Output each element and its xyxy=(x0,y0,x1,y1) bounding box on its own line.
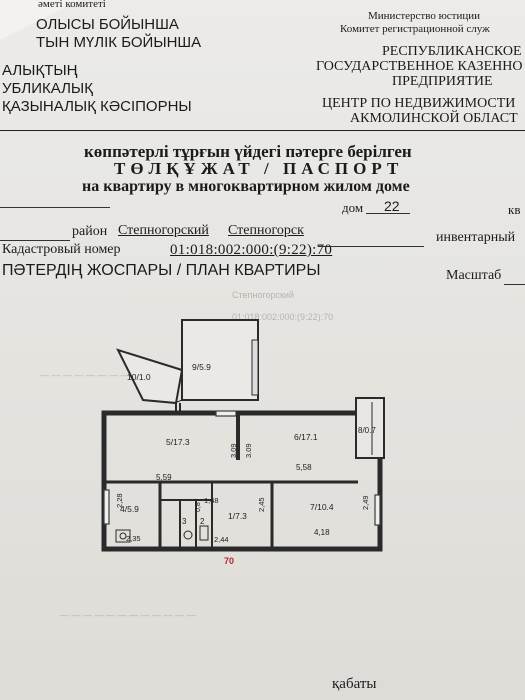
scale-underline xyxy=(504,284,525,285)
dimension-label: 2,44 xyxy=(214,535,229,544)
bleed-through-text: 01:018:002:000:(9:22):70 xyxy=(232,312,334,322)
enterprise-line3: ПРЕДПРИЯТИЕ xyxy=(392,74,493,89)
room-label: 1/7.3 xyxy=(228,511,247,521)
dimension-label: 2,28 xyxy=(115,493,124,508)
room-label: 2 xyxy=(200,517,205,526)
floors-label: қабаты xyxy=(332,676,377,692)
apartment-number: 70 xyxy=(224,556,234,566)
committee-text: Комитет регистрационной служ xyxy=(340,23,490,35)
room-label: 4/5.9 xyxy=(120,504,139,514)
dimension-label: 0,87 xyxy=(195,498,202,512)
district-value: Степногорский xyxy=(118,223,209,238)
header-divider xyxy=(0,130,525,131)
title-ru: на квартиру в многоквартирном жилом доме xyxy=(82,178,410,195)
room-label: 9/5.9 xyxy=(192,362,211,372)
left-header-line3: ТЫН МҮЛІК БОЙЫНША xyxy=(36,34,202,51)
city-underline xyxy=(318,246,424,247)
house-label: дом xyxy=(342,200,364,215)
room-label: 5/17.3 xyxy=(166,437,190,447)
dimension-label: 5,58 xyxy=(296,463,312,472)
room-label: 6/17.1 xyxy=(294,432,318,442)
left-blank-underline xyxy=(0,207,110,208)
house-value: 22 xyxy=(384,198,400,214)
left-header-line4: АЛЫҚТЫҢ xyxy=(2,62,78,79)
bleed-through-text: — — — — — — — — — — — — xyxy=(60,610,196,620)
dimension-label: 5,59 xyxy=(156,473,172,482)
room-label: 3 xyxy=(182,517,187,526)
plan-heading: ПӘТЕРДІҢ ЖОСПАРЫ / ПЛАН КВАРТИРЫ xyxy=(2,262,321,279)
kv-label: кв xyxy=(508,202,521,217)
left-header-line2: ОЛЫСЫ БОЙЫНША xyxy=(36,16,179,33)
left-header-line1: әметі комитеті xyxy=(38,0,106,10)
dimension-label: 3.09 xyxy=(229,443,238,458)
balcony-room9 xyxy=(181,319,259,401)
cadastral-value: 01:018:002:000:(9:22):70 xyxy=(170,242,333,258)
dimension-label: 2,49 xyxy=(361,495,370,510)
scale-label: Масштаб xyxy=(446,268,502,283)
left-header-line6: ҚАЗЫНАЛЫҚ КӘСІПОРНЫ xyxy=(2,98,192,115)
ministry-text: Министерство юстиции xyxy=(368,10,481,22)
dimension-label: 2,35 xyxy=(126,534,141,543)
room-label: 7/10.4 xyxy=(310,502,334,512)
center-line2: АКМОЛИНСКОЙ ОБЛАСТ xyxy=(350,111,518,126)
enterprise-line2: ГОСУДАРСТВЕННОЕ КАЗЕННО xyxy=(316,59,523,74)
enterprise-line1: РЕСПУБЛИКАНСКОЕ xyxy=(382,44,522,59)
center-line1: ЦЕНТР ПО НЕДВИЖИМОСТИ xyxy=(322,96,516,111)
title-kz: көппәтерлі тұрғын үйдегі пәтерге берілге… xyxy=(84,142,412,161)
district-underline xyxy=(0,240,70,241)
title-main: ТӨЛҚҰЖАТ / ПАСПОРТ xyxy=(114,159,404,178)
dimension-label: 4,18 xyxy=(314,528,330,537)
cadastral-label: Кадастровый номер xyxy=(2,242,121,257)
house-underline xyxy=(366,213,410,214)
room-label: 10/1.0 xyxy=(127,372,151,382)
dimension-label: 2,45 xyxy=(257,497,266,512)
dimension-label: 3.09 xyxy=(244,443,253,458)
dimension-label: 1,48 xyxy=(204,496,219,505)
left-header-line5: УБЛИКАЛЫҚ xyxy=(2,80,93,97)
room-label: 8/0.7 xyxy=(358,426,376,435)
floor-plan-drawing: 10/1.0 9/5.9 5/17.3 6/17.1 8/0.7 4/5.9 1… xyxy=(101,319,385,566)
inventory-label: инвентарный xyxy=(436,230,516,245)
city-value: Степногорск xyxy=(228,223,304,238)
district-label: район xyxy=(72,224,108,239)
bleed-through-text: Степногорский xyxy=(232,290,294,300)
